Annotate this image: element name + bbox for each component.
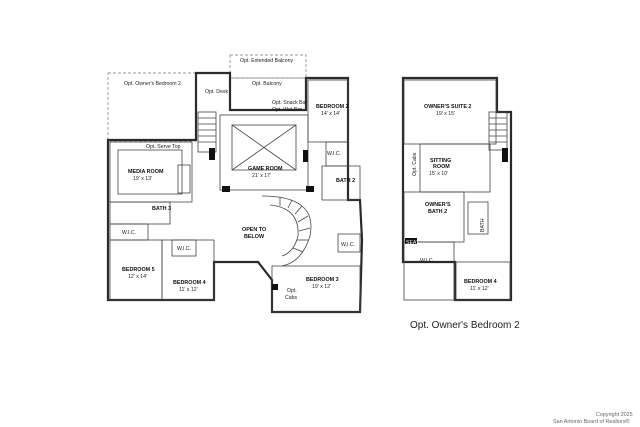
label-sitting-size: 15' x 10' [429,171,448,177]
label-opt-balcony: Opt. Balcony [252,81,282,87]
label-game-room-size: 21' x 17' [252,173,271,179]
label-opt-owners-bedroom-2: Opt. Owner's Bedroom 2 [124,81,181,87]
label-wic-a: W.I.C. [327,151,341,157]
label-room: ROOM [433,164,450,170]
label-opt-desk: Opt. Desk [205,89,228,95]
copyright-board: San Antonio Board of Realtors® [553,418,630,425]
label-bedroom-4-size: 11' x 12' [179,287,198,293]
right-floor-plan: OWNER'S SUITE 2 19' x 15' Opt. Cabs SITT… [401,76,520,331]
label-opt-snack-bar: Opt. Snack Bar [272,100,307,106]
owners-bath-outline [403,191,465,243]
game-room-ceiling [231,124,297,171]
label-sitting: SITTING [430,158,451,164]
label-bath-vertical: BATH [480,218,486,232]
wic-c-outline [171,239,197,257]
right-stair [488,111,508,151]
label-opt-wet-bar: Opt. Wet Bar [272,107,302,113]
media-room-ceiling [117,149,183,195]
label-media-room-size: 19' x 13' [133,176,152,182]
right-wic-outline [403,241,455,301]
label-opt-serve-top: Opt. Serve Top [146,144,181,150]
label-bedroom-3-size: 19' x 12' [312,284,331,290]
sitting-room-outline [419,143,491,193]
wic-d-outline [337,233,361,253]
label-bedroom-4-right-size: 11' x 12' [470,286,489,292]
label-opt-extended-balcony: Opt. Extended Balcony [240,58,293,64]
label-wic-d: W.I.C. [341,242,355,248]
label-wic-b: W.I.C. [122,230,136,236]
label-bedroom-2-size: 14' x 14' [321,111,340,117]
left-floor-plan: Opt. Owner's Bedroom 2 Opt. Extended Bal… [106,54,364,314]
right-outer-walls [401,76,513,302]
curved-staircase [261,195,312,267]
label-bedroom-2: BEDROOM 2 [316,104,349,110]
label-wic-right: W.I.C. [420,258,434,264]
right-bath-outline [467,201,489,235]
label-game-room: GAME ROOM [248,166,283,172]
label-media-room: MEDIA ROOM [128,169,164,175]
label-bath-2-right: BATH 2 [428,209,447,215]
label-open-to: OPEN TO [242,227,266,233]
label-bath-2: BATH 2 [336,178,355,184]
label-below: BELOW [244,234,265,240]
label-bedroom-3: BEDROOM 3 [306,277,339,283]
right-bedroom-4-outline [455,261,511,301]
label-bath-3: BATH 3 [152,206,171,212]
media-stair [177,164,191,194]
label-bedroom-4-right: BEDROOM 4 [464,279,497,285]
label-bedroom-5-size: 12' x 14' [128,274,147,280]
stair-north [197,111,217,153]
label-cabs: Cabs [285,295,298,301]
caption-opt-owners-bedroom-2: Opt. Owner's Bedroom 2 [410,320,520,331]
label-bedroom-5: BEDROOM 5 [122,267,155,273]
label-owners-suite-2: OWNER'S SUITE 2 [424,104,471,110]
label-owners-suite-2-size: 19' x 15' [436,111,455,117]
label-owners: OWNER'S [425,202,451,208]
label-seat: SEAT [406,240,420,246]
label-opt-cabs-right: Opt. Cabs [412,152,418,176]
label-wic-c: W.I.C. [177,246,191,252]
label-bedroom-4: BEDROOM 4 [173,280,206,286]
label-opt: Opt. [287,288,297,294]
bath-2-outline [321,165,361,201]
copyright-year: Copyright 2025 [596,412,633,418]
